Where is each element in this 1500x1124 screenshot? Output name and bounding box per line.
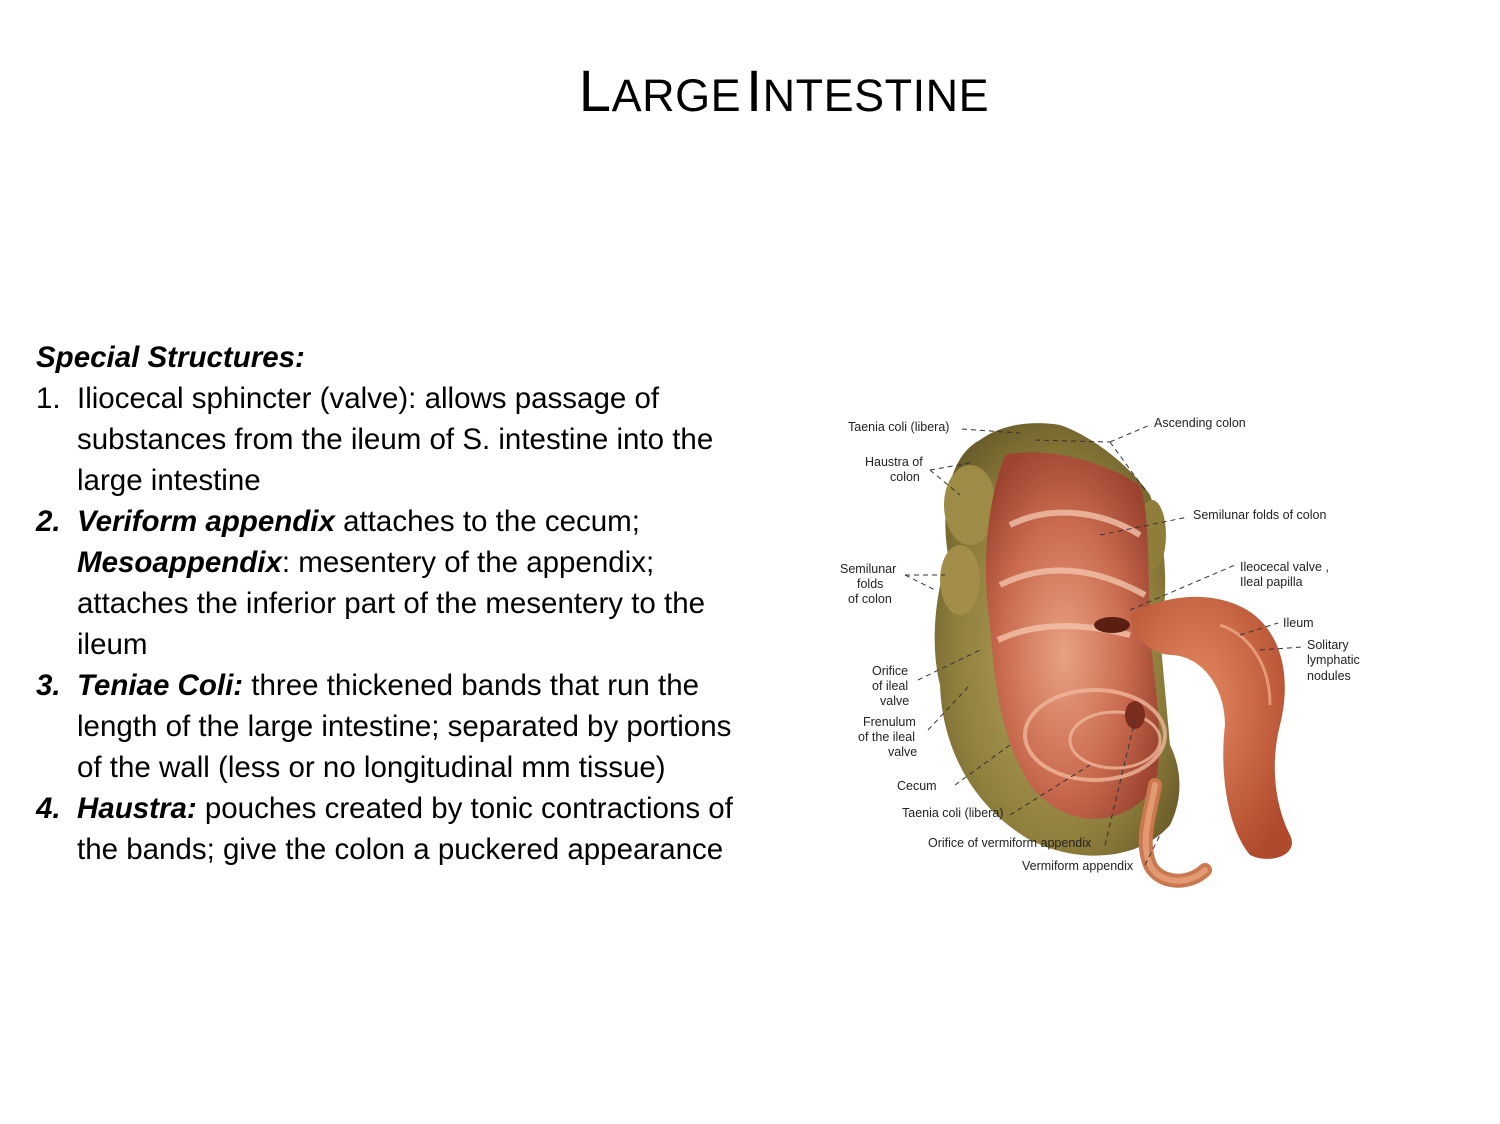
diagram-labels: Taenia coli (libera) Ascending colon Hau…: [840, 416, 1360, 873]
list-item: 4. Haustra: pouches created by tonic cont…: [36, 788, 756, 870]
title-initial-1: L: [578, 59, 612, 124]
label-haustra-line1: Haustra of: [865, 455, 923, 469]
label-ileocecal-line2: Ileal papilla: [1240, 575, 1303, 589]
label-orifice-ileal-line2: of ileal: [872, 679, 908, 693]
label-haustra-line2: colon: [890, 470, 920, 484]
content-text-block: Special Structures: 1. Iliocecal sphincte…: [36, 337, 756, 870]
label-solitary-line3: nodules: [1307, 669, 1351, 683]
label-semilunar-left-line2: folds: [857, 577, 883, 591]
label-orifice-vermiform: Orifice of vermiform appendix: [928, 836, 1092, 850]
label-orifice-ileal-line3: valve: [880, 694, 909, 708]
title-initial-2: I: [746, 59, 763, 124]
structures-list: 1. Iliocecal sphincter (valve): allows pa…: [36, 378, 756, 870]
leader-lines: [904, 424, 1303, 866]
item-text-secondary: : mesentery of the appendix; attaches th…: [77, 546, 706, 661]
label-semilunar-left-line3: of colon: [848, 592, 892, 606]
title-rest-1: ARGE: [611, 70, 742, 121]
label-ascending-colon: Ascending colon: [1154, 416, 1246, 430]
label-frenulum-line3: valve: [888, 745, 917, 759]
item-text: pouches created by tonic contractions of…: [77, 792, 733, 866]
list-item: 1. Iliocecal sphincter (valve): allows pa…: [36, 378, 756, 501]
item-text: three thickened bands that run the lengt…: [77, 669, 732, 784]
list-item: 2. Veriform appendix attaches to the cecu…: [36, 501, 756, 665]
item-number: 4.: [36, 792, 61, 825]
label-taenia-coli-top: Taenia coli (libera): [848, 420, 949, 434]
label-ileocecal-line1: Ileocecal valve ,: [1240, 560, 1329, 574]
label-ileum: Ileum: [1283, 616, 1314, 630]
label-frenulum-line1: Frenulum: [863, 715, 916, 729]
item-number: 3.: [36, 669, 61, 702]
label-taenia-coli-bottom: Taenia coli (libera): [902, 806, 1003, 820]
section-heading: Special Structures:: [36, 341, 305, 374]
label-solitary-line2: lymphatic: [1307, 653, 1360, 667]
item-term-secondary: Mesoappendix: [77, 546, 282, 579]
large-intestine-diagram: Taenia coli (libera) Ascending colon Hau…: [830, 385, 1390, 895]
label-semilunar-left-line1: Semilunar: [840, 562, 896, 576]
label-vermiform-appendix: Vermiform appendix: [1022, 859, 1134, 873]
label-cecum: Cecum: [897, 779, 937, 793]
item-text: Iliocecal sphincter (valve): allows pass…: [77, 382, 714, 497]
slide-title: LARGE INTESTINE: [0, 58, 1500, 125]
label-frenulum-line2: of the ileal: [858, 730, 915, 744]
label-semilunar-right: Semilunar folds of colon: [1193, 508, 1326, 522]
item-number: 2.: [36, 505, 61, 538]
title-rest-2: NTESTINE: [762, 70, 990, 121]
item-term: Teniae Coli:: [77, 669, 244, 702]
item-number: 1.: [36, 382, 61, 415]
item-term: Haustra:: [77, 792, 197, 825]
label-solitary-line1: Solitary: [1307, 638, 1349, 652]
item-text: attaches to the cecum;: [334, 505, 640, 538]
label-orifice-ileal-line1: Orifice: [872, 664, 908, 678]
item-term: Veriform appendix: [77, 505, 335, 538]
list-item: 3. Teniae Coli: three thickened bands tha…: [36, 665, 756, 788]
